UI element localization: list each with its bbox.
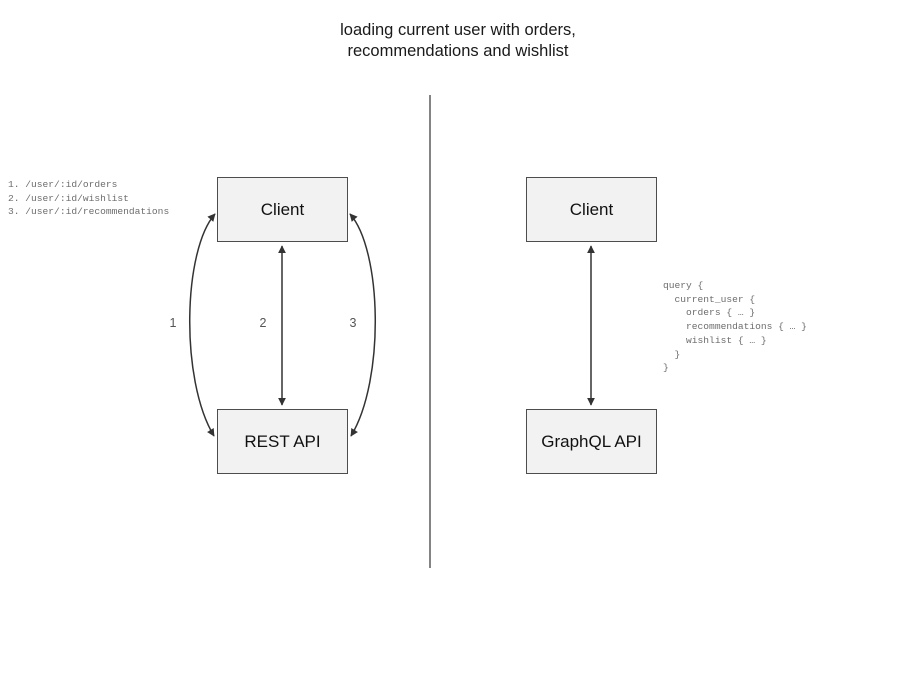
node-rest-api[interactable]: REST API <box>217 409 348 474</box>
page-title: loading current user with orders, recomm… <box>340 21 576 60</box>
rest-endpoints-annotation: 1. /user/:id/orders 2. /user/:id/wishlis… <box>8 179 170 218</box>
edge-label-1: 1 <box>169 316 177 330</box>
node-client-rest-label: Client <box>260 199 305 219</box>
node-graphql-api[interactable]: GraphQL API <box>526 409 657 474</box>
edge-1-path <box>189 213 216 437</box>
node-graphql-api-label: GraphQL API <box>541 431 642 451</box>
graphql-query-annotation: query { current_user { orders { … } reco… <box>663 280 807 374</box>
node-client-graphql[interactable]: Client <box>526 177 657 242</box>
edge-3-path <box>349 213 376 437</box>
edge-label-3: 3 <box>349 316 357 330</box>
node-rest-api-label: REST API <box>244 431 321 451</box>
node-client-rest[interactable]: Client <box>217 177 348 242</box>
node-client-graphql-label: Client <box>569 199 614 219</box>
edge-label-2: 2 <box>259 316 267 330</box>
